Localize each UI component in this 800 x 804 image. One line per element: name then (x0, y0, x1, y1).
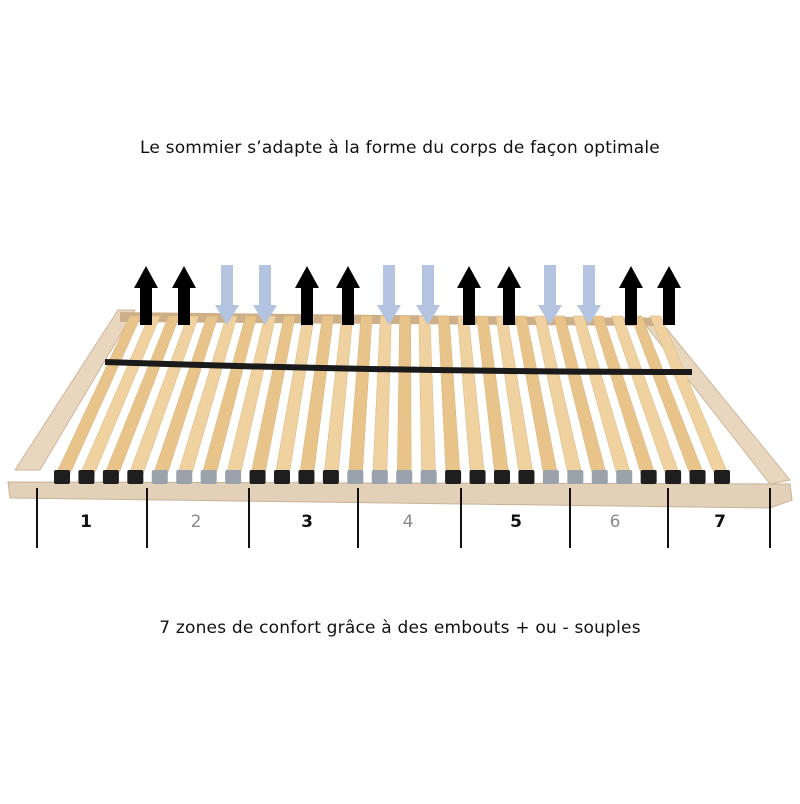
wooden-slat (418, 315, 436, 477)
frame-left-rail (14, 309, 136, 471)
zone-label-5: 5 (510, 512, 522, 532)
arrow-down-icon (577, 265, 601, 325)
firm-end-cap (665, 470, 682, 484)
wooden-slat (396, 315, 412, 477)
zone-dividers (36, 488, 771, 548)
wooden-slat (372, 315, 392, 477)
center-strap (104, 359, 693, 375)
zone-label-1: 1 (80, 512, 92, 532)
firm-end-cap (274, 470, 290, 484)
zone-label-2: 2 (190, 512, 202, 532)
wooden-slat (348, 315, 373, 477)
footer-caption: 7 zones de confort grâce à des embouts +… (159, 618, 641, 638)
arrow-up-icon (657, 266, 681, 325)
soft-end-cap (542, 470, 559, 484)
zone-label-7: 7 (714, 512, 726, 532)
soft-end-cap (396, 470, 413, 484)
header-title: Le sommier s’adapte à la forme du corps … (140, 138, 660, 158)
soft-end-cap (200, 470, 217, 484)
arrow-up-icon (497, 266, 521, 325)
soft-end-cap (567, 470, 584, 484)
arrow-down-icon (253, 265, 277, 325)
arrow-down-icon (416, 265, 440, 325)
slat-end-caps (54, 470, 730, 484)
arrow-up-icon (172, 266, 196, 325)
arrow-down-icon (377, 265, 401, 325)
arrow-down-icon (538, 265, 562, 325)
arrow-up-icon (619, 266, 643, 325)
firm-end-cap (54, 470, 70, 484)
firm-end-cap (518, 470, 535, 484)
firm-end-cap (640, 470, 657, 484)
firm-end-cap (322, 470, 339, 484)
soft-end-cap (151, 470, 168, 484)
pressure-arrows (134, 265, 681, 325)
zone-label-4: 4 (402, 512, 414, 532)
soft-end-cap (347, 470, 364, 484)
wooden-slat (437, 315, 461, 477)
arrow-up-icon (336, 266, 360, 325)
soft-end-cap (616, 470, 633, 484)
soft-end-cap (225, 470, 242, 484)
zone-label-3: 3 (301, 512, 313, 532)
arrow-up-icon (134, 266, 158, 325)
arrow-down-icon (215, 265, 239, 325)
frame-front-rail (7, 481, 793, 509)
firm-end-cap (78, 470, 95, 484)
soft-end-cap (371, 470, 388, 484)
soft-end-cap (176, 470, 193, 484)
soft-end-cap (591, 470, 608, 484)
firm-end-cap (298, 470, 315, 484)
soft-end-cap (420, 470, 437, 484)
firm-end-cap (494, 470, 510, 484)
firm-end-cap (102, 470, 119, 484)
arrow-up-icon (457, 266, 481, 325)
firm-end-cap (714, 470, 730, 484)
zone-label-6: 6 (609, 512, 621, 532)
firm-end-cap (469, 470, 486, 484)
arrow-up-icon (295, 266, 319, 325)
firm-end-cap (445, 470, 462, 484)
firm-end-cap (249, 470, 266, 484)
firm-end-cap (127, 470, 144, 484)
wooden-slats (54, 315, 730, 477)
firm-end-cap (689, 470, 706, 484)
